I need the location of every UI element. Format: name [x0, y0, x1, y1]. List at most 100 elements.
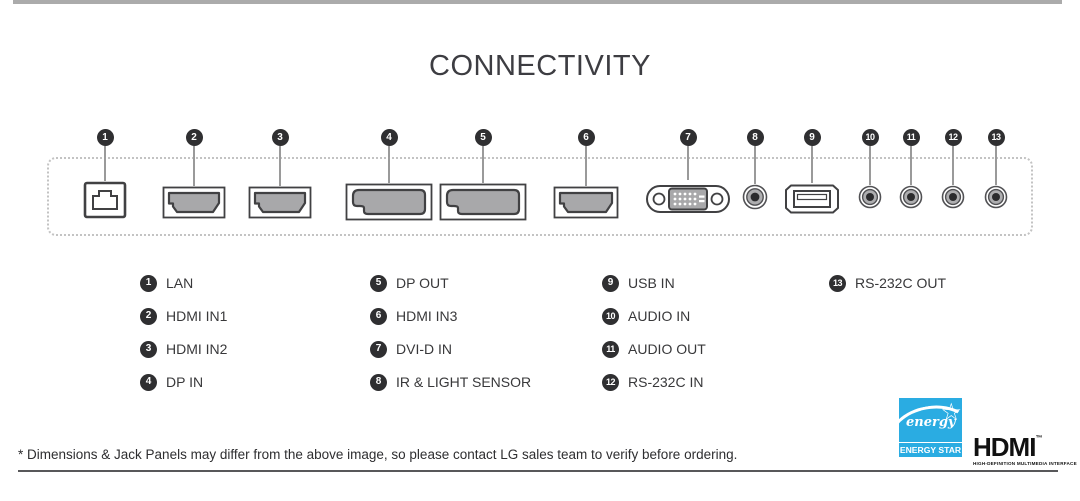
legend-label: RS-232C OUT [855, 275, 947, 291]
hdmi-logo: HDMI ™ HIGH-DEFINITION MULTIMEDIA INTERF… [973, 432, 1077, 466]
legend-number-badge: 4 [140, 373, 157, 391]
displayport-icon [439, 183, 527, 221]
port-number-badge: 3 [271, 129, 289, 146]
jack-port-icon [858, 185, 882, 209]
leader-line [754, 146, 756, 184]
legend-number-badge: 11 [602, 340, 619, 358]
jack-port-icon [984, 185, 1008, 209]
leader-line [687, 146, 689, 180]
legend-item-usb-in: 9 USB IN [602, 274, 675, 292]
port-number-badge: 6 [577, 129, 595, 146]
legend-label: USB IN [628, 275, 675, 291]
legend-label: RS-232C IN [628, 374, 704, 390]
jack-port-icon [941, 185, 965, 209]
port-number-badge: 9 [803, 129, 821, 146]
port-audio-in: 10 [858, 129, 882, 209]
trademark-symbol: ™ [1035, 435, 1043, 442]
port-number-badge: 1 [96, 129, 114, 146]
legend-label: DP IN [166, 374, 204, 390]
leader-line [104, 146, 106, 181]
hdmi-port-icon [162, 186, 226, 219]
port-hdmi-3: 6 [553, 129, 619, 219]
port-dvi-d: 7 [645, 129, 731, 218]
legend-number-badge: 8 [370, 373, 387, 391]
legend-number-badge: 12 [602, 373, 619, 391]
legend-item-dp-out: 5 DP OUT [370, 274, 449, 292]
leader-line [952, 146, 954, 185]
legend-item-rs232c-out: 13 RS-232C OUT [829, 274, 946, 292]
disclaimer-note: * Dimensions & Jack Panels may differ fr… [18, 447, 738, 462]
star-icon: ☆ [940, 399, 962, 426]
hdmi-tagline: HIGH-DEFINITION MULTIMEDIA INTERFACE [973, 461, 1077, 466]
legend-label: HDMI IN3 [396, 308, 458, 324]
legend-item-audio-out: 11 AUDIO OUT [602, 340, 706, 358]
legend-label: LAN [166, 275, 194, 291]
energy-star-logo: energy ☆ ENERGY STAR [899, 398, 962, 457]
port-lan: 1 [83, 129, 127, 219]
legend-number-badge: 13 [829, 274, 846, 292]
legend-item-dvi-d-in: 7 DVI-D IN [370, 340, 452, 358]
leader-line [869, 146, 871, 185]
displayport-icon [345, 183, 433, 221]
jack-port-icon [899, 185, 923, 209]
legend-item-dp-in: 4 DP IN [140, 373, 203, 391]
legend-item-ir-light-sensor: 8 IR & LIGHT SENSOR [370, 373, 531, 391]
port-audio-out: 11 [899, 129, 923, 209]
legend-number-badge: 6 [370, 307, 387, 325]
port-number-badge: 11 [902, 129, 920, 146]
port-number-badge: 2 [185, 129, 203, 146]
port-rs232c-out: 13 [984, 129, 1008, 209]
legend-item-lan: 1 LAN [140, 274, 193, 292]
port-number-badge: 7 [679, 129, 697, 146]
legend-number-badge: 7 [370, 340, 387, 358]
legend-label: AUDIO IN [628, 308, 691, 324]
leader-line [193, 146, 195, 186]
top-divider-bar [13, 0, 1062, 4]
port-number-badge: 4 [380, 129, 398, 146]
legend-number-badge: 10 [602, 307, 619, 325]
legend-item-rs232c-in: 12 RS-232C IN [602, 373, 703, 391]
legend-label: AUDIO OUT [628, 341, 706, 357]
port-number-badge: 5 [474, 129, 492, 146]
port-hdmi-1: 2 [162, 129, 226, 219]
leader-line [910, 146, 912, 185]
legend-label: DVI-D IN [396, 341, 452, 357]
port-number-badge: 12 [944, 129, 962, 146]
port-number-badge: 8 [746, 129, 764, 146]
bottom-divider-rule [18, 470, 1058, 472]
legend-label: IR & LIGHT SENSOR [396, 374, 532, 390]
hdmi-wordmark: HDMI [973, 432, 1036, 462]
legend-label: HDMI IN2 [166, 341, 228, 357]
hdmi-port-icon [248, 186, 312, 219]
port-dp-in: 4 [345, 129, 433, 221]
port-dp-out: 5 [439, 129, 527, 221]
leader-line [279, 146, 281, 186]
legend-number-badge: 3 [140, 340, 157, 358]
hdmi-port-icon [553, 186, 619, 219]
port-rs232c-in: 12 [941, 129, 965, 209]
energy-star-label: ENERGY STAR [899, 442, 962, 455]
legend-label: DP OUT [396, 275, 449, 291]
leader-line [995, 146, 997, 185]
port-number-badge: 10 [861, 129, 879, 146]
port-ir-light-sensor: 8 [742, 129, 768, 210]
port-usb: 9 [783, 129, 841, 215]
legend-item-hdmi-in1: 2 HDMI IN1 [140, 307, 227, 325]
port-hdmi-2: 3 [248, 129, 312, 219]
legend-number-badge: 9 [602, 274, 619, 292]
usb-port-icon [785, 184, 839, 214]
legend-item-hdmi-in2: 3 HDMI IN2 [140, 340, 227, 358]
legend-label: HDMI IN1 [166, 308, 228, 324]
legend-number-badge: 1 [140, 274, 157, 292]
leader-line [811, 146, 813, 183]
page-title: CONNECTIVITY [429, 50, 651, 82]
leader-line [388, 146, 390, 183]
legend-item-audio-in: 10 AUDIO IN [602, 307, 690, 325]
legend-number-badge: 5 [370, 274, 387, 292]
dvi-port-icon [646, 185, 730, 213]
legend-number-badge: 2 [140, 307, 157, 325]
jack-port-icon [742, 184, 768, 210]
legend-item-hdmi-in3: 6 HDMI IN3 [370, 307, 457, 325]
energy-star-script-text: energy [906, 415, 956, 430]
